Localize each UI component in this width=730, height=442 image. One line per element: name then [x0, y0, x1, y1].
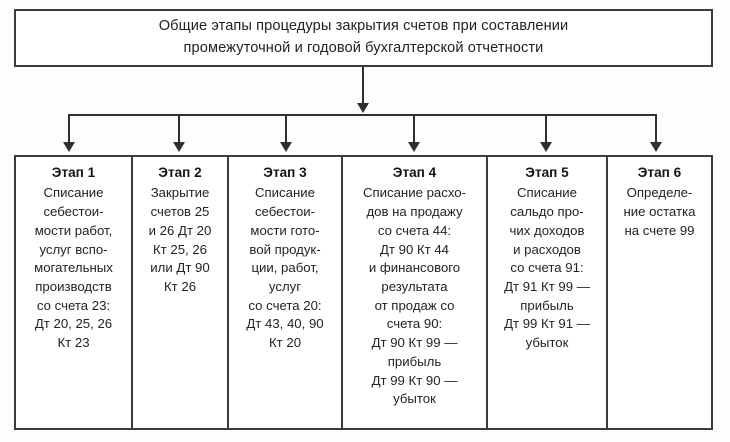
stage-body-6: Определе- ние остатка на счете 99 [623, 185, 696, 238]
page-title: Общие этапы процедуры закрытия счетов пр… [159, 16, 569, 60]
title-line-2: промежуточной и годовой бухгалтерской от… [183, 40, 544, 56]
arrowhead-icon-stage-6 [650, 142, 662, 152]
stage-box-4[interactable]: Этап 4 Списание расхо- дов на продажу со… [343, 157, 488, 428]
drop-line-stage-3 [285, 114, 287, 144]
drop-line-stage-2 [178, 114, 180, 144]
title-line-1: Общие этапы процедуры закрытия счетов пр… [158, 18, 569, 35]
arrowhead-icon-stage-3 [280, 142, 292, 152]
stage-body-2: Закрытие счетов 25 и 26 Дт 20 Кт 25, 26 … [148, 185, 212, 295]
stage-box-2[interactable]: Этап 2 Закрытие счетов 25 и 26 Дт 20 Кт … [133, 157, 229, 428]
stage-heading-1: Этап 1 [51, 165, 96, 180]
drop-line-stage-4 [413, 114, 415, 144]
arrowhead-icon-stage-4 [408, 142, 420, 152]
stage-body-4: Списание расхо- дов на продажу со счета … [362, 185, 467, 407]
stage-body-1: Списание себестои- мости работ, услуг вс… [34, 185, 113, 351]
stage-heading-5: Этап 5 [525, 165, 569, 180]
arrowhead-icon-stage-2 [173, 142, 185, 152]
stage-heading-4: Этап 4 [392, 165, 437, 180]
stage-box-1[interactable]: Этап 1 Списание себестои- мости работ, у… [16, 157, 133, 428]
stage-body-3: Списание себестои- мости гото- вой проду… [246, 185, 324, 351]
trunk-connector-line [362, 67, 364, 105]
stage-heading-3: Этап 3 [263, 165, 307, 180]
drop-line-stage-6 [655, 114, 657, 144]
drop-line-stage-1 [68, 114, 70, 144]
distribution-bar [68, 114, 657, 116]
diagram-title-box: Общие этапы процедуры закрытия счетов пр… [14, 9, 713, 67]
stage-body-5: Списание сальдо про- чих доходов и расхо… [504, 185, 590, 351]
stage-box-6[interactable]: Этап 6 Определе- ние остатка на счете 99 [608, 157, 711, 428]
stage-heading-2: Этап 2 [158, 165, 202, 180]
stage-heading-6: Этап 6 [637, 165, 682, 180]
stage-box-3[interactable]: Этап 3 Списание себестои- мости гото- во… [229, 157, 343, 428]
stage-box-5[interactable]: Этап 5 Списание сальдо про- чих доходов … [488, 157, 608, 428]
drop-line-stage-5 [545, 114, 547, 144]
stage-row: Этап 1 Списание себестои- мости работ, у… [14, 155, 713, 430]
arrowhead-icon-stage-1 [63, 142, 75, 152]
arrowhead-icon-stage-5 [540, 142, 552, 152]
trunk-arrowhead-icon [357, 103, 369, 113]
